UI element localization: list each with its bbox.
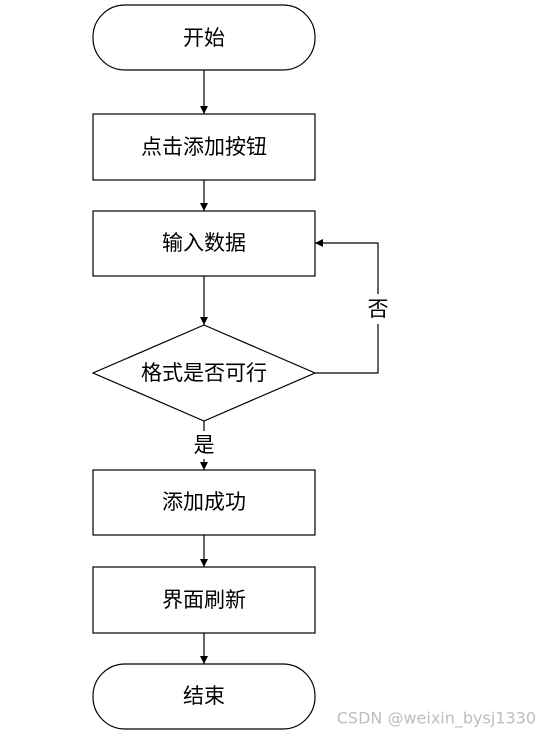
end-label: 结束 bbox=[183, 684, 225, 708]
format-check-decision: 格式是否可行 bbox=[91, 324, 317, 422]
format-check-label: 格式是否可行 bbox=[141, 361, 267, 385]
edge-label-no: 否 bbox=[368, 297, 389, 321]
refresh-label: 界面刷新 bbox=[162, 588, 246, 612]
edge-label-yes: 是 bbox=[194, 433, 215, 457]
input-data-label: 输入数据 bbox=[162, 231, 246, 255]
watermark-text: CSDN @weixin_bysj1330 bbox=[337, 709, 536, 729]
refresh-node: 界面刷新 bbox=[92, 566, 316, 634]
start-label: 开始 bbox=[183, 26, 225, 50]
no-label-background bbox=[366, 294, 390, 324]
end-node: 结束 bbox=[92, 663, 316, 730]
click-add-label: 点击添加按钮 bbox=[141, 135, 267, 159]
input-data-node: 输入数据 bbox=[92, 210, 316, 277]
start-node: 开始 bbox=[92, 4, 316, 71]
add-success-node: 添加成功 bbox=[92, 469, 316, 536]
add-success-label: 添加成功 bbox=[162, 490, 246, 514]
click-add-node: 点击添加按钮 bbox=[92, 113, 316, 181]
yes-label-background bbox=[192, 431, 216, 459]
